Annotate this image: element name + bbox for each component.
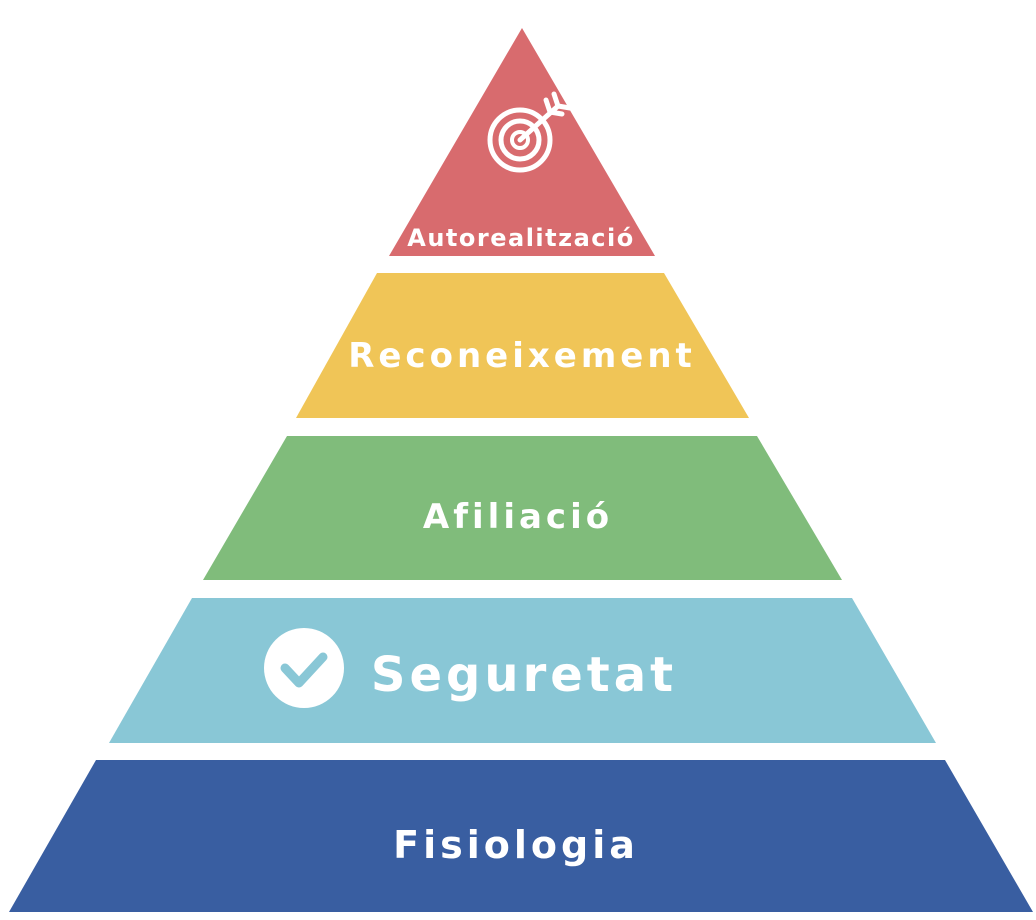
level-shape bbox=[9, 760, 1033, 912]
pyramid-level-autorealitzacio: Autorealització bbox=[389, 28, 655, 256]
check-circle-icon bbox=[264, 628, 344, 708]
level-label: Reconeixement bbox=[348, 336, 696, 376]
pyramid-level-afiliacio: Afiliació bbox=[203, 436, 842, 580]
level-label: Autorealització bbox=[407, 224, 634, 252]
pyramid-level-fisiologia: Fisiologia bbox=[9, 760, 1033, 912]
pyramid-level-seguretat: Seguretat bbox=[109, 598, 936, 743]
level-shape bbox=[203, 436, 842, 580]
level-label: Fisiologia bbox=[393, 823, 639, 867]
level-shape bbox=[389, 28, 655, 256]
pyramid-level-reconeixement: Reconeixement bbox=[296, 273, 749, 418]
level-shape bbox=[296, 273, 749, 418]
target-arrow-icon bbox=[487, 91, 573, 173]
level-label: Seguretat bbox=[371, 647, 677, 703]
level-label: Afiliació bbox=[423, 497, 613, 537]
